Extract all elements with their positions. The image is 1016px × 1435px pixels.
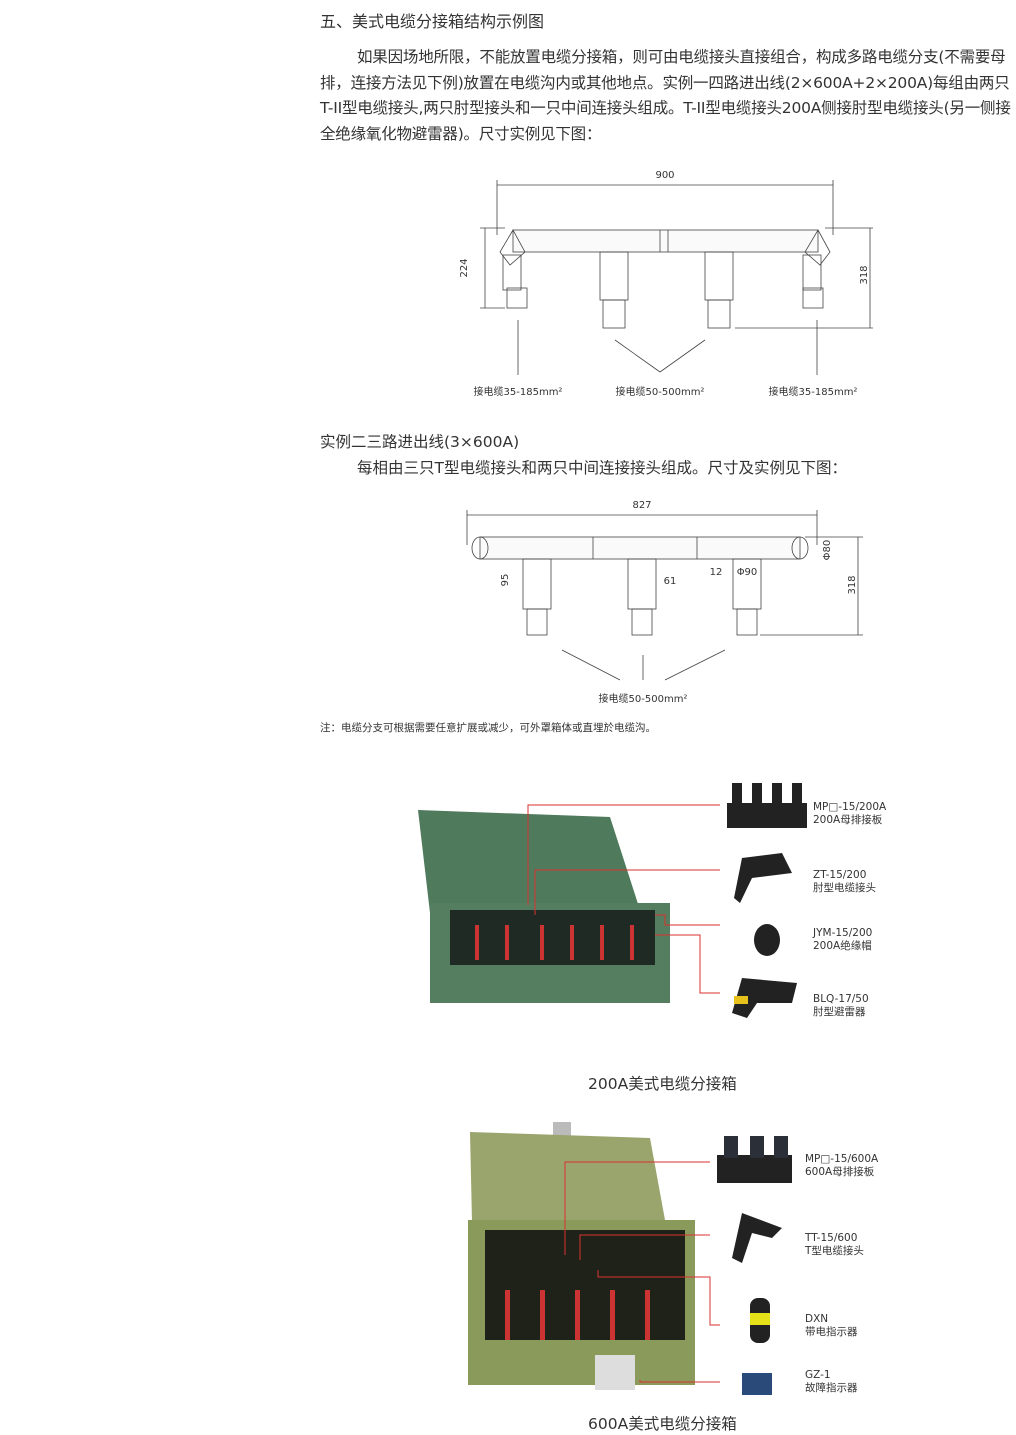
dim-827: 827 xyxy=(632,500,651,511)
example2-title: 实例二三路进出线(3×600A) xyxy=(320,433,520,451)
caption-200a: 200A美式电缆分接箱 xyxy=(588,1075,737,1093)
dim-224: 224 xyxy=(459,258,470,277)
intro-text: 如果因场地所限，不能放置电缆分接箱，则可由电缆接头直接组合，构成多路电缆分支(不… xyxy=(320,48,1011,143)
elbow-connector-icon xyxy=(734,853,792,903)
fault-indicator-icon xyxy=(742,1373,772,1395)
label-left: 接电缆35-185mm² xyxy=(474,385,563,398)
dim-318: 318 xyxy=(859,265,870,284)
caption-600a: 600A美式电缆分接箱 xyxy=(588,1415,737,1433)
label-right: 接电缆35-185mm² xyxy=(769,385,858,398)
insulating-cap-icon xyxy=(754,924,780,956)
diagram-four-way: 900 224 318 接电缆35-185mm² 接电缆50-500mm² 接电… xyxy=(459,170,873,398)
note: 注：电缆分支可根据需要任意扩展或减少，可外罩箱体或直埋於电缆沟。 xyxy=(320,722,656,734)
t-connector-icon xyxy=(732,1213,782,1263)
arrester-icon xyxy=(732,978,797,1018)
cabinet-600a-image xyxy=(468,1122,720,1390)
example2-text: 每相由三只T型电缆接头和两只中间连接接头组成。尺寸及实例见下图： xyxy=(357,459,847,477)
cabinet-200a-image xyxy=(418,804,720,1003)
section-title: 五、美式电缆分接箱结构示例图 xyxy=(320,12,545,31)
busbar-icon xyxy=(727,803,807,828)
dim-phi90: Φ90 xyxy=(737,567,758,578)
label-cable: 接电缆50-500mm² xyxy=(599,692,688,705)
busbar-600-icon xyxy=(717,1155,792,1183)
label-mid: 接电缆50-500mm² xyxy=(616,385,705,398)
parts-600a-icons xyxy=(717,1136,792,1395)
dim-phi80: Φ80 xyxy=(822,540,833,561)
diagram-three-way: 827 95 61 12 Φ90 Φ80 318 接电缆50-500mm² xyxy=(466,500,863,705)
dim-95: 95 xyxy=(500,574,511,587)
dim-900: 900 xyxy=(655,170,674,181)
dim-61: 61 xyxy=(664,576,677,587)
dim-318b: 318 xyxy=(847,575,858,594)
intro-paragraph: 如果因场地所限，不能放置电缆分接箱，则可由电缆接头直接组合，构成多路电缆分支(不… xyxy=(320,45,1015,147)
parts-200a-icons xyxy=(727,783,807,1018)
dim-12: 12 xyxy=(710,567,723,578)
